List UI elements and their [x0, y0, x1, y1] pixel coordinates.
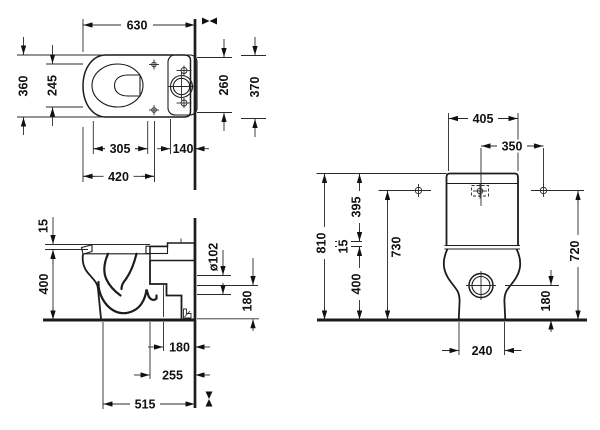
seat-fixing-hole-icon [149, 59, 159, 70]
side-view: 15 400 ø102 180 180 [37, 217, 259, 412]
wall-datum-icon [202, 17, 217, 25]
dim-label-810: 810 [315, 233, 329, 254]
dim-label-15: 15 [37, 219, 51, 233]
dim-label-dia102: ø102 [207, 243, 221, 272]
cistern-mount-plate [167, 54, 198, 116]
bowl-rim-ellipse [91, 63, 144, 108]
dim-label-350: 350 [502, 140, 523, 154]
dim-400-front: 400 [350, 246, 365, 320]
dim-label-260: 260 [217, 75, 231, 96]
seat-front-edge [80, 244, 93, 255]
bowl-left-profile [442, 248, 461, 319]
bowl-right-profile [503, 248, 522, 319]
dim-label-400f: 400 [350, 274, 364, 295]
dim-730: 730 [384, 190, 404, 320]
dim-15-side: 15 [37, 217, 56, 264]
fixing-hole-icon [176, 98, 192, 108]
dim-255: 255 [134, 369, 210, 383]
dim-305: 305 [93, 142, 148, 156]
flush-button [471, 183, 489, 199]
dim-260: 260 [197, 39, 232, 131]
bowl-back-profile [149, 260, 183, 319]
dim-label-180f: 180 [539, 291, 553, 312]
dim-dia102: ø102 [207, 243, 226, 294]
dim-405: 405 [448, 112, 518, 126]
dim-label-305: 305 [110, 142, 131, 156]
dim-label-15f: 15 [337, 240, 351, 254]
dim-140: 140 [157, 142, 209, 156]
dim-label-180: 180 [241, 291, 255, 312]
seat-fixing-hole-icon [149, 105, 159, 115]
flush-valve-circle [168, 72, 195, 101]
dim-360: 360 [17, 37, 104, 135]
front-view: 405 350 810 395 15 [315, 112, 587, 358]
dim-label-180b: 180 [169, 341, 190, 355]
trap-outline [97, 252, 158, 315]
dim-label-730: 730 [390, 237, 404, 258]
seat-hinge-block [145, 245, 169, 255]
pan-outline-plan [82, 54, 192, 118]
dim-720: 720 [568, 190, 583, 320]
dim-label-360: 360 [17, 76, 31, 97]
wall-bracket-detail [183, 308, 192, 319]
dim-label-370: 370 [248, 77, 262, 98]
fixing-hole-icon [176, 65, 192, 76]
dim-180-bottom: 180 [148, 341, 210, 355]
top-view: 630 360 245 260 [17, 17, 266, 190]
dim-label-420: 420 [108, 170, 129, 184]
dim-label-240: 240 [472, 344, 493, 358]
dim-label-395: 395 [350, 197, 364, 218]
dim-label-255: 255 [162, 369, 183, 383]
dim-400-side: 400 [37, 249, 56, 320]
dim-label-630: 630 [127, 19, 148, 33]
dim-label-400: 400 [37, 274, 51, 295]
dim-395: 395 [350, 173, 365, 242]
dim-label-720: 720 [568, 241, 582, 262]
water-surface-outline [113, 74, 141, 97]
wall-fixing-target-icon [531, 184, 584, 197]
dim-350: 350 [481, 139, 544, 154]
water-inlet-circle [466, 271, 496, 300]
dim-240: 240 [442, 322, 522, 358]
dim-180-front: 180 [539, 270, 554, 332]
dim-515: 515 [103, 397, 195, 412]
dim-810: 810 [315, 173, 330, 320]
dim-370: 370 [241, 37, 266, 137]
dim-15-front: 15 [337, 233, 351, 260]
dim-180-side: 180 [241, 258, 256, 331]
dim-245: 245 [46, 45, 83, 126]
dim-label-405: 405 [473, 112, 494, 126]
flush-duct-outline [149, 242, 196, 262]
dim-630: 630 [82, 18, 195, 52]
dim-label-245: 245 [46, 75, 60, 96]
cistern-outline [445, 172, 519, 246]
dim-label-140: 140 [173, 142, 194, 156]
dim-420: 420 [83, 169, 155, 184]
wall-datum-icon [205, 391, 213, 407]
dim-label-515: 515 [135, 398, 156, 412]
wall-fixing-target-icon [378, 184, 431, 197]
